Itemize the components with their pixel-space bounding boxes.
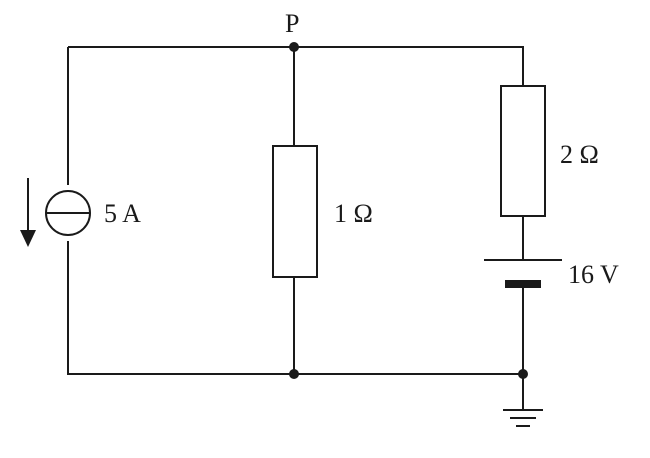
resistor-right <box>500 85 546 217</box>
battery-label: 16 V <box>568 260 619 289</box>
battery <box>484 259 562 288</box>
ground-icon <box>503 409 543 427</box>
current-source-label: 5 A <box>104 199 141 228</box>
node-p-dot <box>289 42 299 52</box>
top-wire <box>68 46 524 86</box>
resistor-middle-label: 1 Ω <box>334 199 373 228</box>
node-bottom-middle-dot <box>289 369 299 379</box>
left-wire-bottom <box>67 241 523 375</box>
node-label: P <box>285 9 299 38</box>
wires <box>67 46 524 410</box>
resistor-middle <box>272 145 318 278</box>
battery-short-plate <box>505 280 541 288</box>
current-arrow-icon <box>20 178 36 247</box>
current-source <box>45 190 91 236</box>
resistor-right-label: 2 Ω <box>560 140 599 169</box>
node-bottom-right-dot <box>518 369 528 379</box>
